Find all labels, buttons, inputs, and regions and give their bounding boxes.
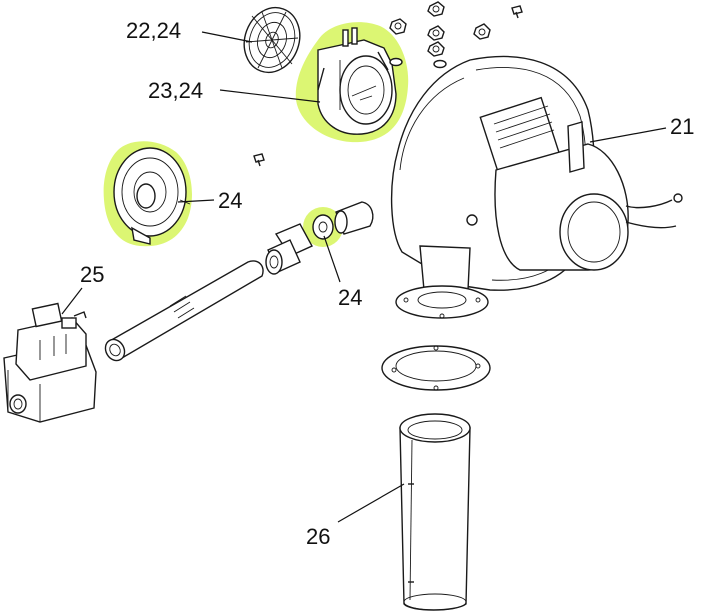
label-diaphragm: 24 [218, 188, 242, 213]
label-oring: 24 [338, 285, 362, 310]
diaphragm-part [113, 147, 191, 245]
leader-housing [219, 89, 321, 103]
leader-blower [589, 127, 667, 143]
label-cover: 22,24 [126, 18, 181, 43]
leader-oring [323, 235, 341, 283]
vent-tube-part [399, 413, 471, 611]
label-housing: 23,24 [148, 78, 203, 103]
inlet-housing-part [317, 27, 397, 135]
gas-tube-part [104, 260, 264, 362]
leader-tube [337, 483, 405, 523]
part-labels: 22,24 23,24 21 24 24 25 26 [80, 18, 694, 549]
label-valve: 25 [80, 262, 104, 287]
leader-diaphragm [177, 199, 215, 203]
leader-valve [61, 287, 83, 315]
blower-assembly-part [390, 55, 683, 319]
gasket-part [381, 345, 491, 391]
label-tube: 26 [306, 524, 330, 549]
gas-valve-part [3, 302, 97, 423]
leader-cover [201, 31, 253, 43]
leader-lines [61, 31, 667, 523]
fittings-group [265, 201, 374, 275]
grille-cover-part [243, 6, 301, 74]
label-blower: 21 [670, 114, 694, 139]
